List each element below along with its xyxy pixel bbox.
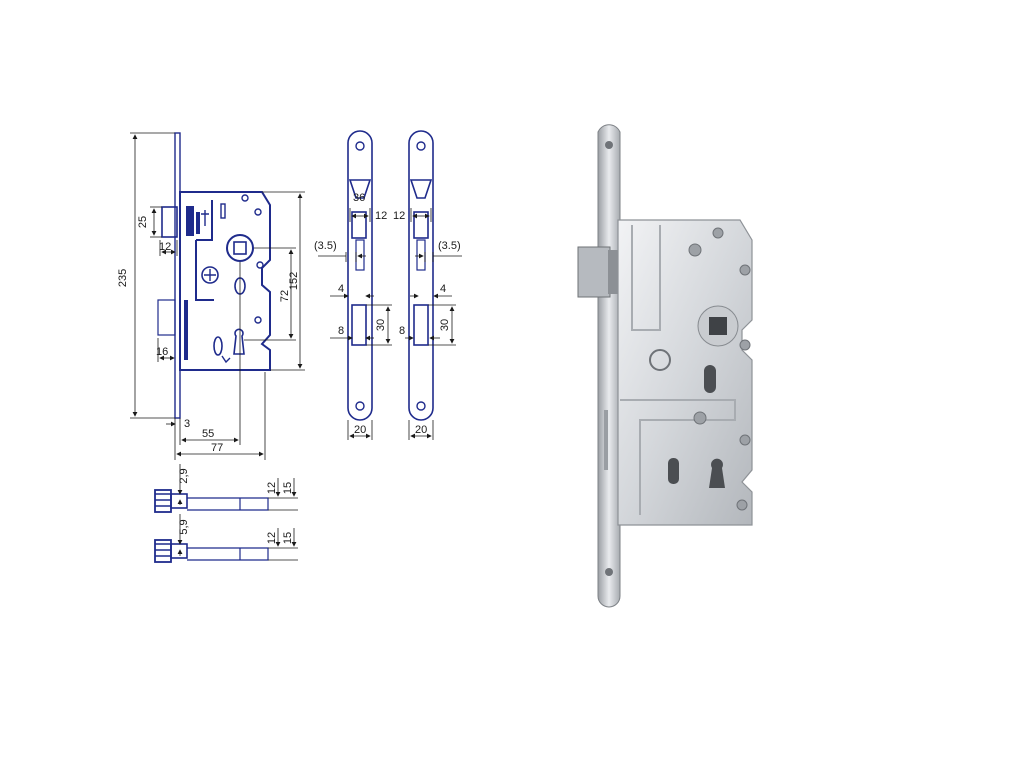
photo-faceplate bbox=[597, 124, 621, 608]
dim-plate-width-right: 20 bbox=[415, 424, 427, 436]
dim-key-1-outer: 15 bbox=[282, 482, 294, 494]
dim-body-depth: 77 bbox=[211, 442, 223, 454]
dim-small-left: 4 bbox=[338, 283, 344, 295]
dim-bolt-height-right: 30 bbox=[439, 319, 451, 331]
dim-height-total: 235 bbox=[117, 269, 129, 287]
photo-latch bbox=[577, 246, 611, 298]
side-left-faceplate bbox=[347, 130, 373, 421]
side-view-right-drawing bbox=[408, 130, 434, 421]
key-1-drawing bbox=[154, 489, 269, 513]
front-spindle-hub bbox=[226, 234, 254, 262]
dim-backset: 55 bbox=[202, 428, 214, 440]
dim-bolt-height-left: 30 bbox=[375, 319, 387, 331]
front-view-dimensions: 235 25 12 16 3 55 77 152 bbox=[117, 132, 305, 460]
dim-offset-right: (3.5) bbox=[438, 240, 461, 252]
front-view-drawing bbox=[157, 132, 271, 419]
mortise-lock-photo bbox=[577, 124, 753, 608]
dim-offset-left: (3.5) bbox=[314, 240, 337, 252]
dim-key-1-inner: 12 bbox=[266, 482, 278, 494]
front-deadbolt bbox=[157, 299, 176, 336]
dim-bolt-throw: 16 bbox=[156, 346, 168, 358]
dim-faceplate: 3 bbox=[184, 418, 190, 430]
dim-top-width: 36 bbox=[353, 192, 365, 204]
dim-latch-height: 25 bbox=[137, 216, 149, 228]
dim-body-height: 152 bbox=[288, 272, 300, 290]
side-view-right-dimensions: 12 (3.5) 4 8 30 20 bbox=[393, 208, 462, 440]
front-latch bbox=[161, 206, 178, 238]
dim-bolt-width-left: 8 bbox=[338, 325, 344, 337]
dim-key-2-outer: 15 bbox=[282, 532, 294, 544]
dim-key-1-step: 2,9 bbox=[178, 468, 190, 483]
dim-latch-throw: 12 bbox=[159, 241, 171, 253]
dim-latch-width-left: 12 bbox=[375, 210, 387, 222]
dim-latch-width-right: 12 bbox=[393, 210, 405, 222]
dim-spindle-to-key: 72 bbox=[279, 290, 291, 302]
key-2-drawing bbox=[154, 539, 269, 563]
side-view-left-dimensions: 36 12 (3.5) 4 8 30 20 bbox=[314, 192, 392, 440]
dim-key-2-step: 5,9 bbox=[178, 519, 190, 534]
photo-lock-body bbox=[617, 219, 753, 526]
dim-plate-width-left: 20 bbox=[354, 424, 366, 436]
dim-key-2-inner: 12 bbox=[266, 532, 278, 544]
dim-small-right: 4 bbox=[440, 283, 446, 295]
dim-bolt-width-right: 8 bbox=[399, 325, 405, 337]
key-2-dimensions: 5,9 12 15 bbox=[177, 514, 298, 561]
side-right-faceplate bbox=[408, 130, 434, 421]
key-1-dimensions: 2,9 12 15 bbox=[177, 464, 298, 511]
side-view-left-drawing bbox=[347, 130, 373, 421]
